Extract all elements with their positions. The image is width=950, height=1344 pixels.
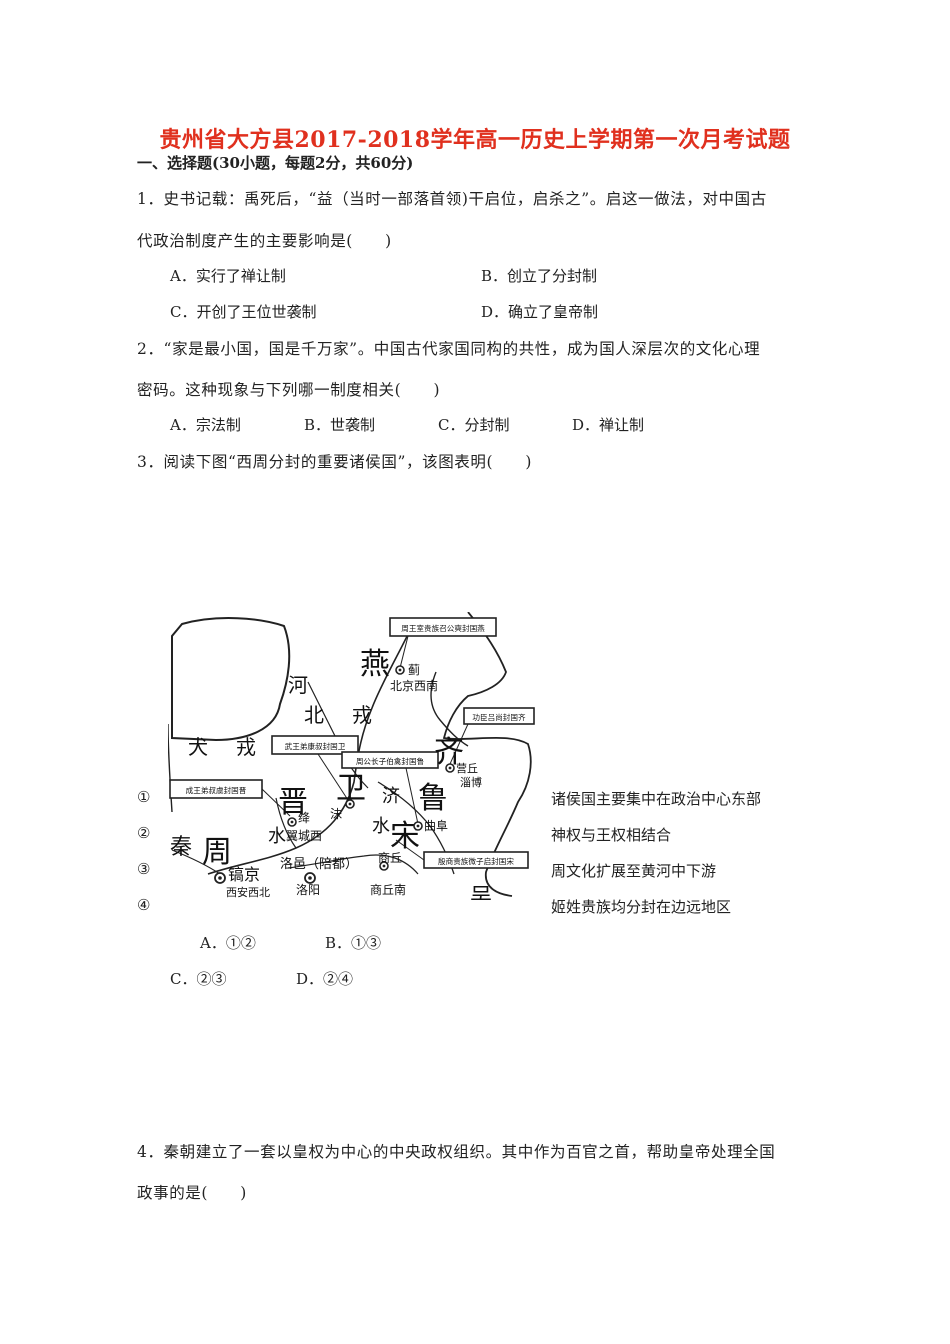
q1-line2: 代政治制度产生的主要影响是( )	[137, 232, 392, 250]
q3-statement-3-num: ③	[137, 860, 151, 878]
q1-line1: 1．史书记载：禹死后，“益（当时一部落首领)干启位，启杀之”。启这一做法，对中国…	[137, 190, 767, 208]
q2-option-d: D．禅让制	[572, 416, 645, 434]
city-jiang: 绛	[298, 811, 310, 825]
document-title: 贵州省大方县2017-2018学年高一历史上学期第一次月考试题	[159, 127, 791, 153]
city-shangqiu: 商丘	[378, 850, 402, 865]
q2-option-b: B．世袭制	[304, 416, 376, 434]
q3-option-d: D．②④	[296, 970, 354, 988]
section-heading: 一、选择题(30小题，每题2分，共60分)	[137, 154, 414, 172]
q3-option-c: C．②③	[170, 970, 227, 988]
box-yan: 周王室贵族召公奭封国燕	[401, 623, 485, 633]
state-zhou: 周	[202, 835, 232, 870]
city-yingqiu: 营丘	[456, 761, 478, 775]
region-bei: 北	[304, 703, 324, 727]
q1-option-d: D．确立了皇帝制	[481, 303, 599, 321]
q4-line1: 4．秦朝建立了一套以皇权为中心的中央政权组织。其中作为百官之首，帮助皇帝处理全国	[137, 1143, 776, 1161]
region-rong1: 戎	[352, 703, 372, 727]
city-luoyi: 洛邑（陪都）	[280, 857, 358, 872]
box-qi: 功臣吕尚封国齐	[472, 712, 526, 722]
region-ji: 济	[382, 786, 400, 807]
box-wei: 武王弟康叔封国卫	[285, 741, 346, 751]
region-he: 河	[288, 673, 308, 697]
q2-option-c: C．分封制	[438, 416, 510, 434]
q3-statement-4-text: 姬姓贵族均分封在边远地区	[551, 898, 732, 916]
region-rong2: 戎	[236, 735, 256, 759]
region-shui1: 水	[372, 816, 390, 837]
state-yan: 燕	[360, 647, 390, 682]
city-luoyang: 洛阳	[296, 882, 320, 897]
state-lu: 鲁	[418, 781, 448, 816]
city-beijing-sw: 北京西南	[390, 678, 438, 693]
q4-line2: 政事的是( )	[137, 1184, 247, 1202]
box-jin: 成王弟叔虞封国晋	[186, 785, 247, 795]
box-song: 殷商贵族微子启封国宋	[438, 856, 514, 866]
western-zhou-map: 周王室贵族召公奭封国燕 功臣吕尚封国齐 武王弟康叔封国卫 周公长子伯禽封国鲁 成…	[168, 612, 536, 900]
q3-statement-2-num: ②	[137, 824, 151, 842]
state-qin: 秦	[170, 835, 192, 860]
city-xian-nw: 西安西北	[226, 885, 270, 899]
q3-statement-2-text: 神权与王权相结合	[551, 826, 672, 844]
q3-line1: 3．阅读下图“西周分封的重要诸侯国”，该图表明( )	[137, 453, 533, 471]
q2-line1: 2．“家是最小国，国是千万家”。中国古代家国同构的共性，成为国人深层次的文化心理	[137, 340, 761, 358]
q3-statement-1-num: ①	[137, 788, 151, 806]
q3-statement-1-text: 诸侯国主要集中在政治中心东部	[551, 790, 762, 808]
city-haojing: 镐京	[228, 865, 260, 884]
region-quan: 犬	[188, 735, 208, 759]
q3-statement-3-text: 周文化扩展至黄河中下游	[551, 862, 717, 880]
q1-option-b: B．创立了分封制	[481, 267, 598, 285]
city-ji: 蓟	[408, 663, 420, 677]
q3-option-a: A．①②	[200, 934, 256, 952]
q2-option-a: A．宗法制	[170, 416, 241, 434]
box-lu: 周公长子伯禽封国鲁	[356, 756, 425, 766]
q3-option-b: B．①③	[325, 934, 382, 952]
city-shangqiu-s: 商丘南	[370, 882, 406, 897]
city-yicheng-w: 翼城西	[286, 829, 322, 843]
city-qufu: 曲阜	[424, 819, 448, 833]
state-jin: 晋	[278, 785, 308, 820]
region-shui2: 水	[268, 826, 286, 847]
q1-option-a: A．实行了禅让制	[170, 267, 286, 285]
q3-statement-4-num: ④	[137, 896, 151, 914]
q2-line2: 密码。这种现象与下列哪一制度相关( )	[137, 381, 441, 399]
state-partial: 吴	[470, 885, 492, 900]
q1-option-c: C．开创了王位世袭制	[170, 303, 317, 321]
city-mo: 沬	[330, 807, 342, 821]
city-zibo: 淄博	[460, 776, 482, 789]
